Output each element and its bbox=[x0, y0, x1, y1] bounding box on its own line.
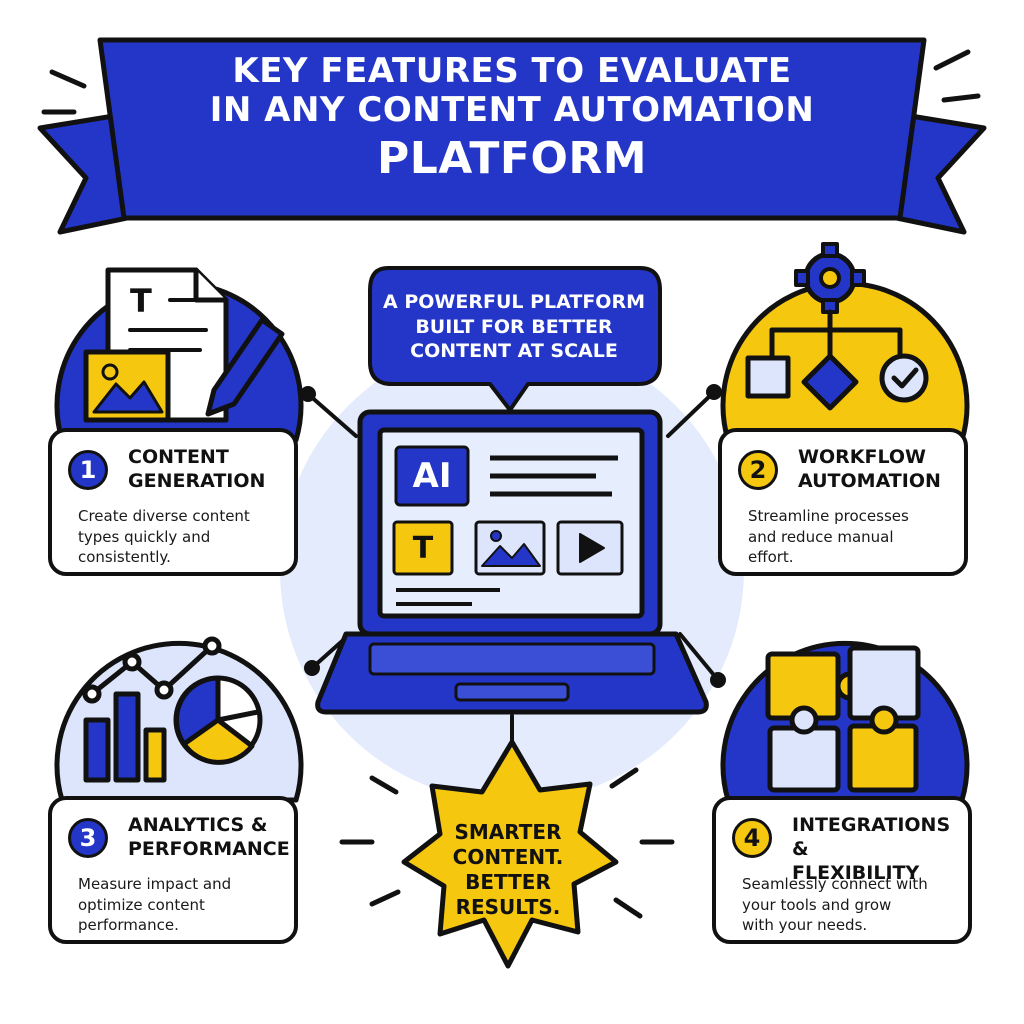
feature-title-line-1: Analytics & bbox=[128, 814, 268, 836]
laptop-illustration bbox=[315, 409, 709, 715]
text-tile-label: T bbox=[412, 530, 434, 566]
feature-desc-line-2: your tools and grow bbox=[742, 895, 892, 914]
speech-bubble bbox=[368, 266, 662, 412]
feature-number-badge: 4 bbox=[732, 818, 772, 858]
title-line-1: Key Features to Evaluate bbox=[232, 51, 792, 91]
feature-desc-line-1: Streamline processes bbox=[748, 507, 909, 525]
feature-title-line-1: Integrations & bbox=[792, 814, 951, 860]
burst-sparks bbox=[339, 767, 675, 919]
feature-number-badge: 1 bbox=[68, 450, 108, 490]
feature-desc-line-3: consistently. bbox=[78, 548, 171, 567]
feature-desc-line-3: performance. bbox=[78, 916, 179, 935]
bubble-line-1: A Powerful Platform bbox=[383, 291, 645, 313]
starburst bbox=[401, 739, 619, 969]
feature-description: Measure impact and optimize content perf… bbox=[78, 874, 288, 936]
feature-title-line-1: Workflow bbox=[798, 446, 926, 468]
banner-ribbon bbox=[37, 37, 987, 235]
feature-title-line-2: Flexibility bbox=[792, 861, 920, 884]
feature-description: Create diverse content types quickly and… bbox=[78, 506, 288, 568]
feature-desc-line-1: Measure impact and bbox=[78, 875, 232, 893]
burst-line-4: Results. bbox=[455, 895, 561, 919]
title-line-2: in Any Content Automation bbox=[209, 90, 815, 131]
feature-description: Streamline processes and reduce manual e… bbox=[748, 506, 958, 568]
title-line-3: Platform bbox=[376, 133, 648, 185]
feature-card-4: 4 Integrations & Flexibility Seamlessly … bbox=[712, 796, 972, 944]
feature-desc-line-3: effort. bbox=[748, 548, 794, 567]
feature-number-badge: 2 bbox=[738, 450, 778, 490]
starburst-text: Smarter Content. Better Results. bbox=[418, 820, 598, 920]
bubble-line-3: Content at Scale bbox=[410, 340, 618, 363]
feature-title: Analytics & Performance bbox=[128, 814, 298, 862]
svg-text:T: T bbox=[130, 282, 152, 320]
feature-desc-line-2: optimize content bbox=[78, 895, 205, 914]
feature-desc-line-1: Create diverse content bbox=[78, 507, 250, 525]
feature-desc-line-2: and reduce manual bbox=[748, 527, 894, 546]
feature-card-2: 2 Workflow Automation Streamline process… bbox=[718, 428, 968, 576]
burst-line-1: Smarter bbox=[454, 820, 562, 844]
banner-sparks bbox=[41, 49, 981, 115]
bubble-line-2: Built for Better bbox=[415, 315, 613, 338]
speech-bubble-text: A Powerful Platform Built for Better Con… bbox=[380, 290, 648, 364]
chart-icon bbox=[54, 636, 304, 803]
page-title: Key Features to Evaluate in Any Content … bbox=[160, 51, 864, 185]
document-pencil-icon: T bbox=[54, 267, 304, 443]
feature-desc-line-2: types quickly and bbox=[78, 527, 211, 546]
burst-line-2: Content. bbox=[452, 845, 564, 869]
feature-card-3: 3 Analytics & Performance Measure impact… bbox=[48, 796, 298, 944]
feature-title-line-2: Automation bbox=[798, 469, 941, 492]
feature-title-line-2: Generation bbox=[128, 469, 266, 492]
feature-title: Integrations & Flexibility bbox=[792, 814, 972, 885]
feature-title: Content Generation bbox=[128, 446, 298, 494]
burst-line-3: Better bbox=[465, 870, 551, 894]
feature-card-1: 1 Content Generation Create diverse cont… bbox=[48, 428, 298, 576]
feature-description: Seamlessly connect with your tools and g… bbox=[742, 874, 952, 936]
feature-number-badge: 3 bbox=[68, 818, 108, 858]
puzzle-icon bbox=[720, 640, 970, 803]
ai-tile-label: AI bbox=[412, 456, 452, 496]
feature-desc-line-3: with your needs. bbox=[742, 916, 868, 935]
feature-title-line-1: Content bbox=[128, 446, 229, 468]
connectors bbox=[300, 384, 726, 750]
feature-desc-line-1: Seamlessly connect with bbox=[742, 875, 928, 893]
gear-workflow-icon bbox=[720, 242, 970, 443]
feature-title: Workflow Automation bbox=[798, 446, 968, 494]
feature-title-line-2: Performance bbox=[128, 837, 290, 860]
